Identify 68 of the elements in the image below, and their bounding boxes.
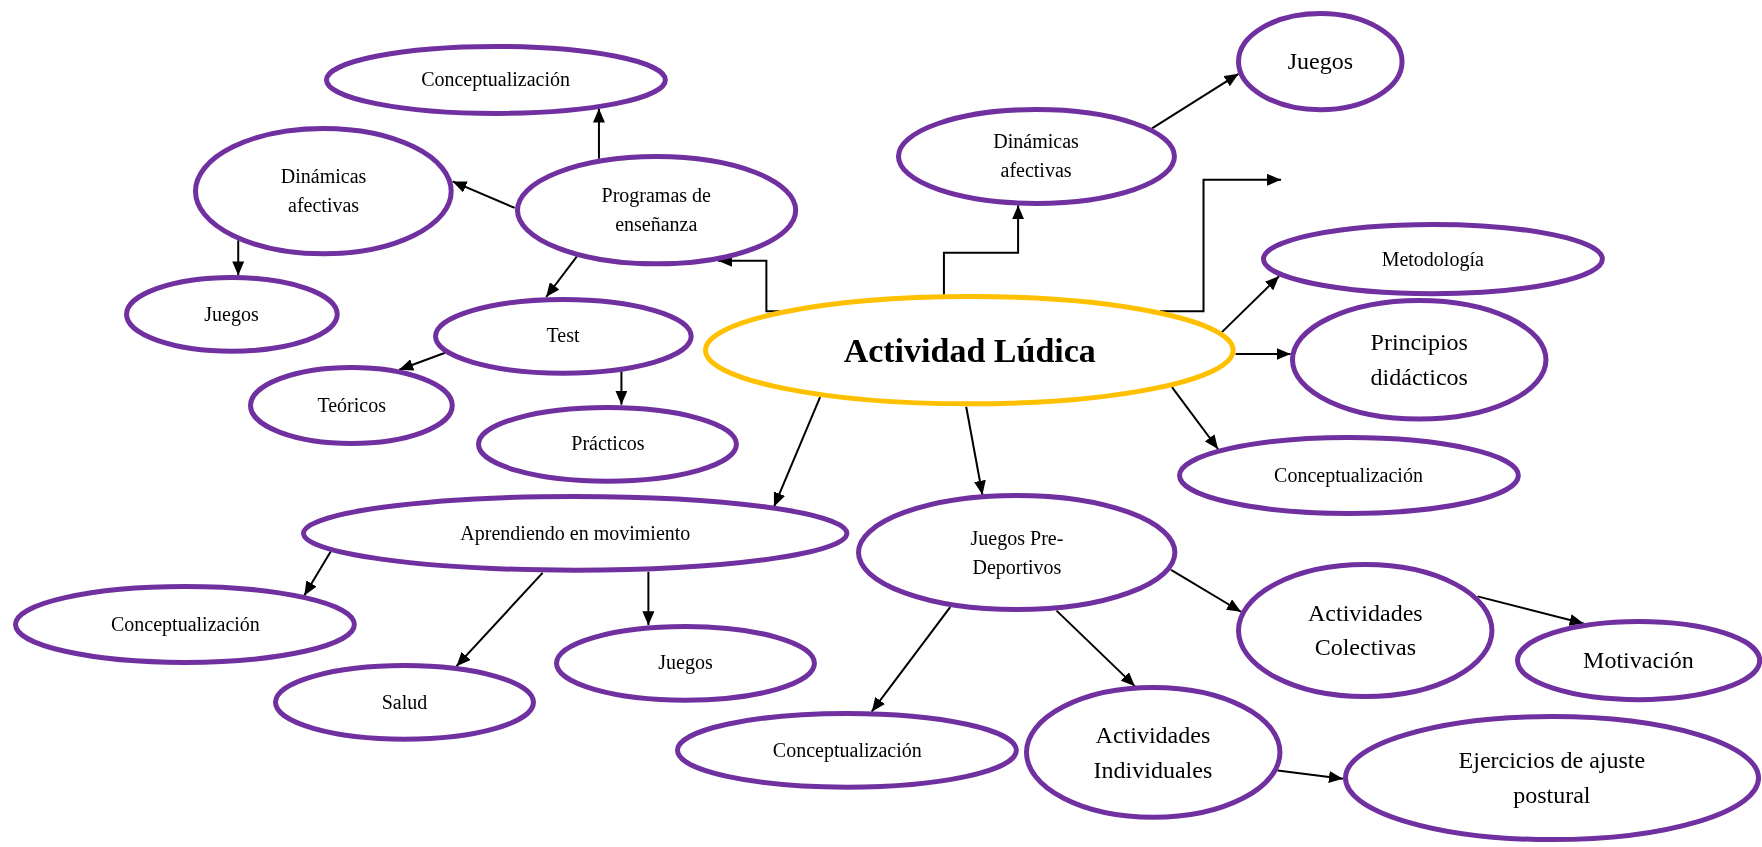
arrow <box>1220 275 1281 334</box>
arrow <box>1476 595 1585 626</box>
arrow <box>1170 386 1219 450</box>
ellipse-node <box>248 365 456 447</box>
ellipse-node <box>301 494 850 574</box>
node-label: Programas de enseñanza <box>600 183 712 238</box>
ellipse-node <box>856 493 1178 613</box>
node-label: Conceptualización <box>111 612 260 638</box>
arrow <box>398 351 447 371</box>
node-label: Motivación <box>1583 646 1694 676</box>
ellipse-node <box>1023 685 1283 821</box>
ellipse-node <box>1260 222 1605 297</box>
node-label: Aprendiendo en movimiento <box>460 521 691 547</box>
arrow <box>615 370 628 406</box>
node-label: Ejercicios de ajuste postural <box>1457 745 1647 810</box>
ellipse-node <box>554 623 817 703</box>
ellipse-node <box>432 296 694 376</box>
node-label: Actividades Individuales <box>1092 721 1214 785</box>
node-label: Conceptualización <box>772 738 922 764</box>
title-label: Actividad Lúdica <box>843 330 1096 371</box>
arrow <box>232 239 245 277</box>
node-label: Juegos <box>658 650 713 676</box>
arrow <box>870 606 952 713</box>
arrow <box>942 204 1025 296</box>
ellipse-node <box>123 275 340 354</box>
node-label: Juegos <box>204 302 259 328</box>
node-label: Prácticos <box>571 431 645 457</box>
arrow <box>1234 347 1292 360</box>
arrow <box>1158 173 1283 313</box>
arrow <box>642 570 655 627</box>
ellipse-node <box>1236 11 1405 113</box>
ellipse-node <box>1290 297 1549 422</box>
arrow <box>451 180 516 209</box>
arrow <box>455 571 544 668</box>
ellipse-node <box>323 43 668 116</box>
arrow <box>1151 72 1240 130</box>
arrow <box>592 107 605 160</box>
ellipse-node <box>1236 561 1495 699</box>
node-label: Test <box>546 323 580 349</box>
arrow <box>1055 609 1136 688</box>
arrow <box>303 550 332 597</box>
ellipse-node <box>1342 713 1761 842</box>
node-label: Dinámicas afectivas <box>279 164 368 218</box>
node-label: Teóricos <box>317 393 386 419</box>
arrow <box>773 396 822 508</box>
node-label: Metodología <box>1381 247 1484 273</box>
ellipse-node <box>273 663 536 742</box>
ellipse-node <box>675 711 1020 790</box>
node-label: Actividades Colectivas <box>1307 598 1424 663</box>
node-label: Juegos Pre-Deportivos <box>969 525 1065 581</box>
ellipse-node <box>1176 434 1521 516</box>
ellipse-node <box>895 106 1177 206</box>
ellipse-node <box>13 584 358 666</box>
ellipse-node <box>193 125 454 257</box>
arrow <box>965 405 986 496</box>
ellipse-node <box>514 153 798 267</box>
arrow <box>545 255 578 298</box>
node-label: Conceptualización <box>1274 462 1423 489</box>
central-ellipse <box>703 294 1237 407</box>
node-label: Dinámicas afectivas <box>992 129 1080 184</box>
ellipse-node <box>1514 619 1762 703</box>
arrow <box>1276 769 1344 783</box>
node-label: Salud <box>381 689 428 715</box>
node-label: Juegos <box>1287 47 1354 77</box>
arrow <box>1170 568 1242 613</box>
node-label: Conceptualización <box>421 67 570 93</box>
ellipse-node <box>476 404 740 484</box>
node-label: Principios didácticos <box>1369 327 1469 392</box>
